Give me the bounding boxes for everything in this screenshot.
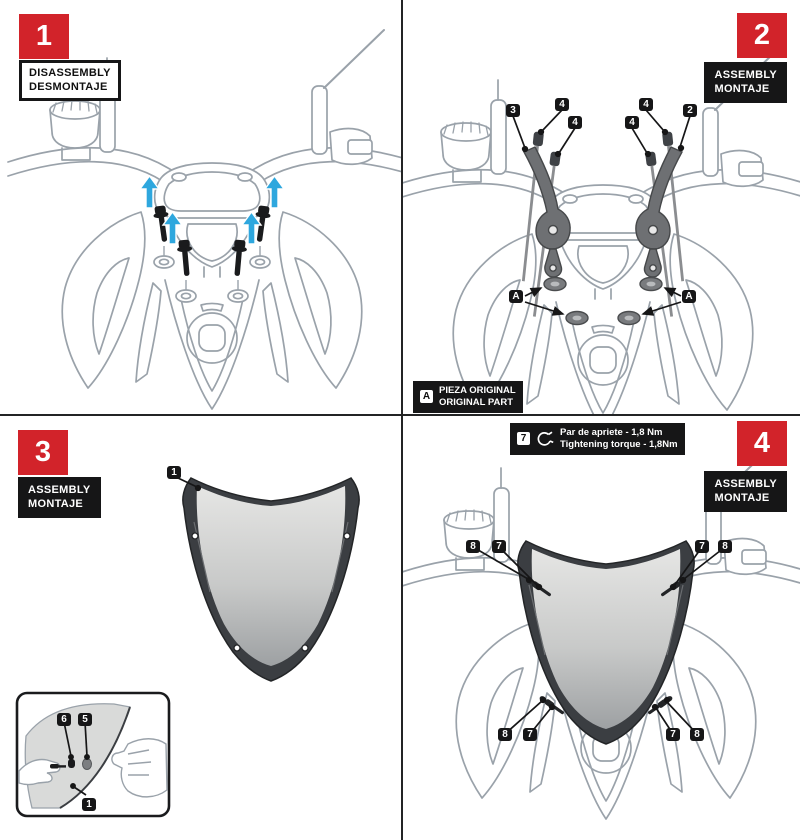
leader-lines xyxy=(177,477,202,492)
callout-screw-4: 4 xyxy=(639,98,653,111)
horizontal-divider xyxy=(0,414,800,416)
callout-washer-lr: 8 xyxy=(690,728,704,741)
step2-number-badge: 2 xyxy=(737,13,787,58)
step3-title: ASSEMBLY MONTAJE xyxy=(18,477,101,518)
motorcycle-front-drawing xyxy=(403,51,800,414)
inset-leader-lines xyxy=(63,721,90,796)
callout-screw-ur: 7 xyxy=(695,540,709,553)
windscreen-holes xyxy=(191,532,351,652)
step1-title: DISASSEMBLY DESMONTAJE xyxy=(19,60,121,101)
step1-number-badge: 1 xyxy=(19,14,69,59)
panel-step4-assembly: 8 7 7 8 8 7 7 8 7 Par de apriete - 1,8 N… xyxy=(403,416,800,840)
well-nut-part xyxy=(82,758,92,770)
callout-washer-ur: 8 xyxy=(718,540,732,553)
left-hand-drawing xyxy=(18,758,61,786)
original-part-note: A PIEZA ORIGINAL ORIGINAL PART xyxy=(413,381,523,413)
callout-windscreen: 1 xyxy=(167,466,181,479)
callout-washer-ll: 8 xyxy=(498,728,512,741)
wrench-icon xyxy=(537,431,554,446)
callout-grommet-right: A xyxy=(682,290,696,303)
step1-title-en: DISASSEMBLY xyxy=(29,67,111,79)
step1-title-es: DESMONTAJE xyxy=(29,81,108,94)
torque-text: Par de apriete - 1,8 Nm Tightening torqu… xyxy=(560,427,678,450)
callout-inset-screw: 6 xyxy=(57,713,71,726)
step2-illustration xyxy=(403,51,800,414)
callout-bracket-left: 3 xyxy=(506,104,520,117)
callout-screw-lr: 7 xyxy=(666,728,680,741)
leader-lines xyxy=(472,546,726,735)
step3-illustration xyxy=(15,477,360,818)
vertical-divider xyxy=(401,0,403,840)
mounted-windscreen-drawing xyxy=(517,540,695,745)
leader-lines xyxy=(512,109,691,316)
step4-number-badge: 4 xyxy=(737,421,787,466)
right-hand-drawing xyxy=(111,738,168,798)
step3-title-en: ASSEMBLY xyxy=(28,484,91,496)
callout-washer-ul: 8 xyxy=(466,540,480,553)
windscreen-drawing xyxy=(182,477,360,682)
callout-bracket-right: 2 xyxy=(683,104,697,117)
panel-step3-assembly: 1 6 5 1 3 ASSEMBLY MONTAJE xyxy=(0,416,401,840)
callout-inset-well-nut: 5 xyxy=(78,713,92,726)
bracket-right xyxy=(635,146,683,278)
bolt-guide-lines xyxy=(163,246,261,290)
step4-title: ASSEMBLY MONTAJE xyxy=(704,471,787,512)
step2-title-en: ASSEMBLY xyxy=(714,69,777,81)
callout-screw-2: 4 xyxy=(568,116,582,129)
step2-title: ASSEMBLY MONTAJE xyxy=(704,62,787,103)
callout-screw-ll: 7 xyxy=(523,728,537,741)
step4-illustration xyxy=(403,439,800,820)
callout-inset-windscreen: 1 xyxy=(82,798,96,811)
original-part-text: PIEZA ORIGINAL ORIGINAL PART xyxy=(439,385,516,408)
step1-illustration xyxy=(7,29,401,410)
panel-step2-assembly: 3 4 4 4 4 2 A A A PIEZA ORIGINAL ORIGINA… xyxy=(403,0,800,414)
step2-title-es: MONTAJE xyxy=(714,83,770,96)
callout-screw-3: 4 xyxy=(625,116,639,129)
callout-screw-ul: 7 xyxy=(492,540,506,553)
inset-detail-box xyxy=(15,691,171,818)
callout-screw-1: 4 xyxy=(555,98,569,111)
screw-in-hand xyxy=(50,764,66,769)
torque-note: 7 Par de apriete - 1,8 Nm Tightening tor… xyxy=(510,423,685,455)
panel-step1-disassembly: 1 DISASSEMBLY DESMONTAJE xyxy=(0,0,401,414)
original-grommets xyxy=(543,276,663,326)
step4-title-en: ASSEMBLY xyxy=(714,478,777,490)
callout-grommet-left: A xyxy=(509,290,523,303)
step4-title-es: MONTAJE xyxy=(714,492,770,505)
bracket-left xyxy=(523,146,571,278)
step3-title-es: MONTAJE xyxy=(28,498,84,511)
original-part-badge: A xyxy=(420,390,433,404)
screw-part xyxy=(68,759,75,768)
step3-number-badge: 3 xyxy=(18,430,68,475)
torque-badge: 7 xyxy=(517,432,530,446)
